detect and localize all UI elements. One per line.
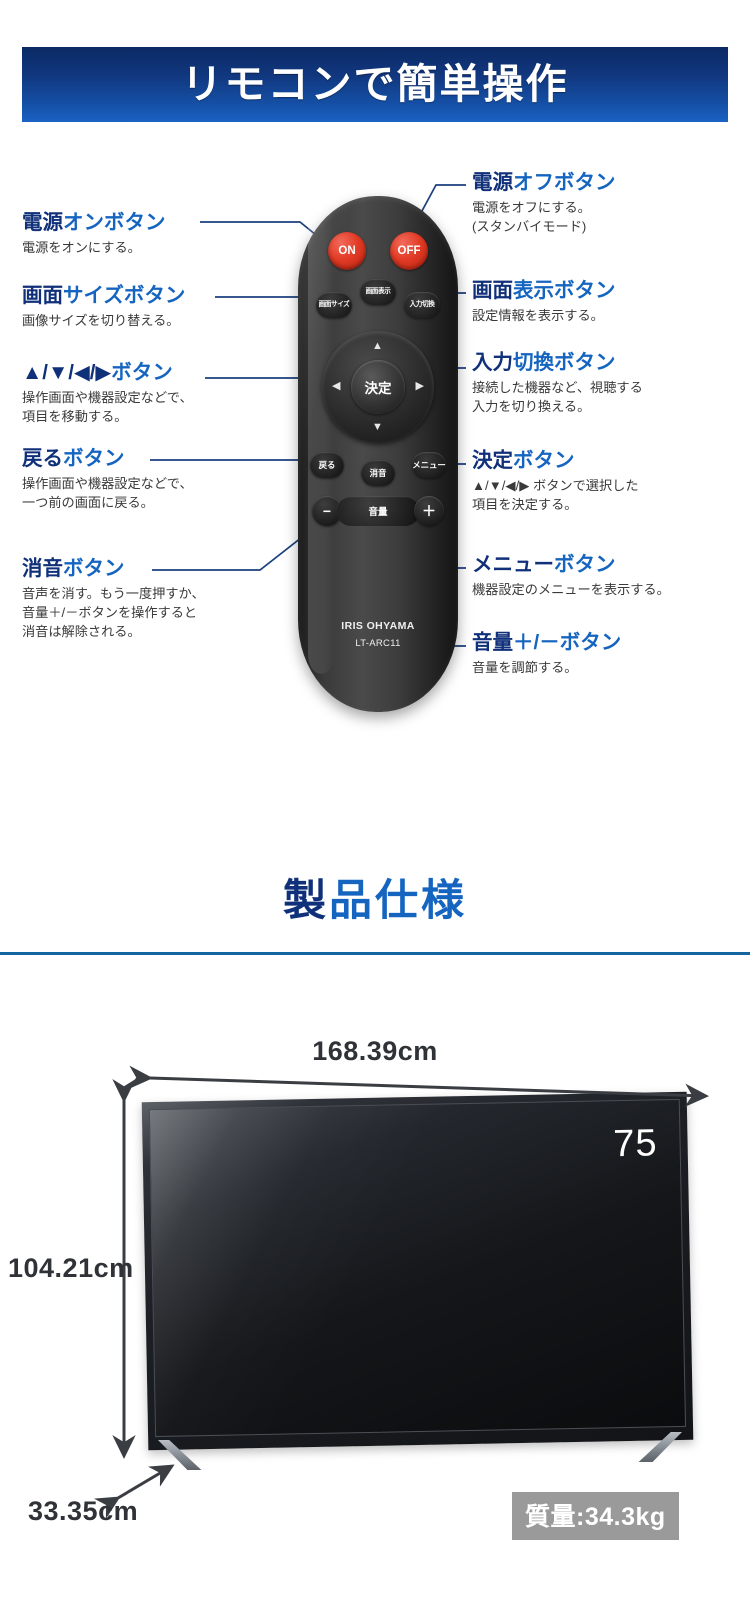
remote-back-button[interactable]: 戻る (310, 452, 344, 478)
callout-arrow-buttons-heading: ▲/▼/◀/▶ボタン (22, 361, 173, 384)
callout-arrow-buttons-desc: 操作画面や機器設定などで、 項目を移動する。 (22, 389, 193, 425)
callout-volume-button-heading: 音量＋/－ボタン (472, 631, 622, 654)
banner-title: リモコンで簡単操作 (181, 61, 569, 107)
callout-enter-button: 決定ボタン ▲/▼/◀/▶ ボタンで選択した 項目を決定する。 (472, 449, 639, 514)
spec-section-title: 製品仕様 (283, 877, 467, 925)
callout-enter-button-desc: ▲/▼/◀/▶ ボタンで選択した 項目を決定する。 (472, 477, 639, 513)
remote-arrow-right-icon[interactable]: ▶ (415, 380, 424, 392)
remote-arrow-left-icon[interactable]: ◀ (332, 380, 341, 392)
callout-power-off: 電源オフボタン 電源をオフにする。 (スタンバイモード) (472, 171, 616, 236)
callout-input-switch-desc: 接続した機器など、視聴する 入力を切り換える。 (472, 379, 643, 415)
callout-screen-size: 画面サイズボタン 画像サイズを切り替える。 (22, 284, 186, 330)
callout-mute-button: 消音ボタン 音声を消す。もう一度押すか、 音量＋/－ボタンを操作すると 消音は解… (22, 557, 205, 641)
remote-arrow-up-icon[interactable]: ▲ (372, 340, 383, 352)
callout-mute-button-desc: 音声を消す。もう一度押すか、 音量＋/－ボタンを操作すると 消音は解除される。 (22, 585, 205, 640)
callout-screen-display: 画面表示ボタン 設定情報を表示する。 (472, 279, 616, 325)
callout-back-button-heading: 戻るボタン (22, 447, 125, 470)
callout-input-switch: 入力切換ボタン 接続した機器など、視聴する 入力を切り換える。 (472, 351, 643, 416)
callout-screen-size-heading: 画面サイズボタン (22, 284, 186, 307)
callout-input-switch-heading: 入力切換ボタン (472, 351, 616, 374)
remote-power-off-button[interactable]: OFF (390, 232, 428, 270)
callout-power-off-desc: 電源をオフにする。 (スタンバイモード) (472, 199, 591, 235)
callout-back-button-desc: 操作画面や機器設定などで、 一つ前の画面に戻る。 (22, 475, 193, 511)
section-banner-remote: リモコンで簡単操作 (22, 47, 728, 122)
remote-dpad[interactable]: ▲ ▼ ◀ ▶ 決定 (322, 331, 434, 443)
remote-screen-size-button[interactable]: 画面サイズ (316, 292, 352, 318)
dimension-depth-label: 33.35cm (28, 1496, 139, 1526)
remote-volume-plus-button[interactable]: ＋ (414, 496, 444, 526)
remote-power-on-button[interactable]: ON (328, 232, 366, 270)
callout-screen-display-heading: 画面表示ボタン (472, 279, 616, 302)
remote-arrow-down-icon[interactable]: ▼ (372, 421, 383, 433)
dimension-width-label: 168.39cm (312, 1036, 438, 1066)
callout-screen-display-desc: 設定情報を表示する。 (472, 307, 604, 323)
remote-enter-button[interactable]: 決定 (351, 360, 405, 414)
remote-mute-button[interactable]: 消音 (361, 460, 395, 486)
callout-enter-button-heading: 決定ボタン (472, 449, 575, 472)
callout-mute-button-heading: 消音ボタン (22, 557, 125, 580)
remote-control: ON OFF 画面サイズ 画面表示 入力切換 ▲ ▼ ◀ ▶ 決定 戻る 消音 … (298, 196, 458, 716)
dimension-arrows (93, 1065, 709, 1519)
callout-arrow-buttons: ▲/▼/◀/▶ボタン 操作画面や機器設定などで、 項目を移動する。 (22, 361, 193, 426)
callout-volume-button: 音量＋/－ボタン 音量を調節する。 (472, 631, 622, 677)
remote-model-number: LT-ARC11 (355, 638, 401, 649)
dimension-height-label: 104.21cm (8, 1253, 134, 1283)
callout-screen-size-desc: 画像サイズを切り替える。 (22, 312, 180, 328)
callout-back-button: 戻るボタン 操作画面や機器設定などで、 一つ前の画面に戻る。 (22, 447, 193, 512)
callout-volume-button-desc: 音量を調節する。 (472, 659, 578, 675)
remote-brand-name: IRIS OHYAMA (341, 620, 415, 632)
weight-badge: 質量:34.3kg (512, 1492, 679, 1540)
callout-menu-button-heading: メニューボタン (472, 553, 616, 576)
callout-power-on-desc: 電源をオンにする。 (22, 239, 141, 255)
remote-volume-label: 音量 (336, 496, 420, 526)
remote-screen-display-button[interactable]: 画面表示 (360, 279, 396, 305)
spec-divider (0, 952, 750, 955)
callout-menu-button: メニューボタン 機器設定のメニューを表示する。 (472, 553, 670, 599)
callout-menu-button-desc: 機器設定のメニューを表示する。 (472, 581, 670, 597)
callout-power-off-heading: 電源オフボタン (472, 171, 616, 194)
remote-input-switch-button[interactable]: 入力切換 (404, 292, 440, 318)
callout-power-on-heading: 電源オンボタン (22, 211, 166, 234)
callout-power-on: 電源オンボタン 電源をオンにする。 (22, 211, 166, 257)
remote-menu-button[interactable]: メニュー (412, 452, 446, 478)
